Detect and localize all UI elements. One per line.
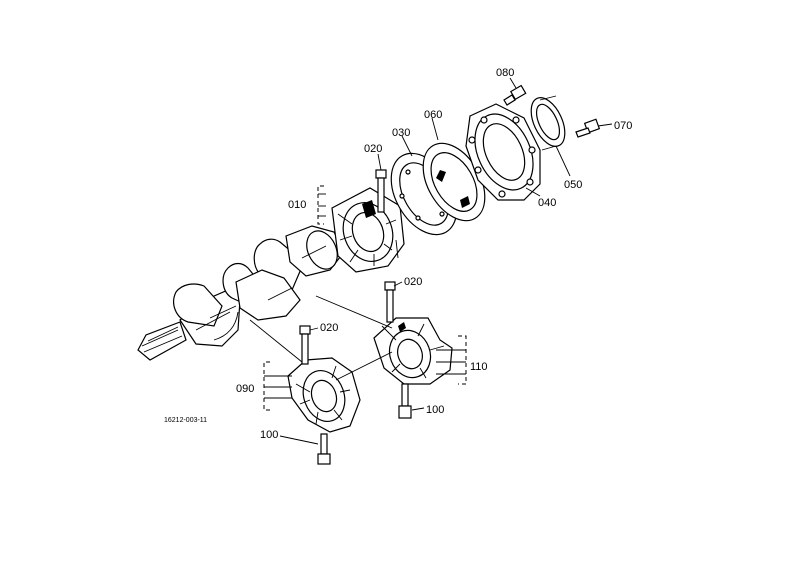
callout-020-upper: 020 <box>364 143 382 155</box>
bolt-020-right <box>384 281 396 323</box>
drawing-reference-number: 16212-003-11 <box>164 417 207 424</box>
leader-lines <box>279 77 613 445</box>
bolt-100-bottom <box>317 433 331 465</box>
callout-010: 010 <box>288 199 306 211</box>
bearing-case-010 <box>331 187 405 273</box>
bolt-080 <box>503 84 527 106</box>
bolt-020-left <box>299 325 311 365</box>
callout-050: 050 <box>564 179 582 191</box>
callout-labels: 010 020 030 060 080 070 050 040 020 020 … <box>164 67 632 441</box>
callout-100-bottom: 100 <box>260 429 278 441</box>
callout-040: 040 <box>538 197 556 209</box>
bolt-100-right <box>398 383 412 419</box>
bracket-010 <box>317 185 326 225</box>
assembly-guide-lines <box>249 239 399 381</box>
oil-seal-050 <box>530 95 566 151</box>
ring-060 <box>422 142 486 222</box>
bolt-020-upper <box>375 169 387 213</box>
bracket-110 <box>436 335 467 385</box>
callout-070: 070 <box>614 120 632 132</box>
callout-090: 090 <box>236 383 254 395</box>
callout-020-right: 020 <box>404 276 422 288</box>
bearing-case-090 <box>287 357 361 433</box>
callout-030: 030 <box>392 127 410 139</box>
callout-080: 080 <box>496 67 514 79</box>
callout-100-right: 100 <box>426 404 444 416</box>
bracket-090 <box>263 361 292 411</box>
bearing-case-110 <box>373 317 453 385</box>
seal-case-040 <box>465 103 541 201</box>
bolt-070 <box>575 118 601 138</box>
callout-060: 060 <box>424 109 442 121</box>
callout-020-left: 020 <box>320 322 338 334</box>
crankshaft <box>137 225 345 361</box>
callout-110: 110 <box>470 361 488 373</box>
